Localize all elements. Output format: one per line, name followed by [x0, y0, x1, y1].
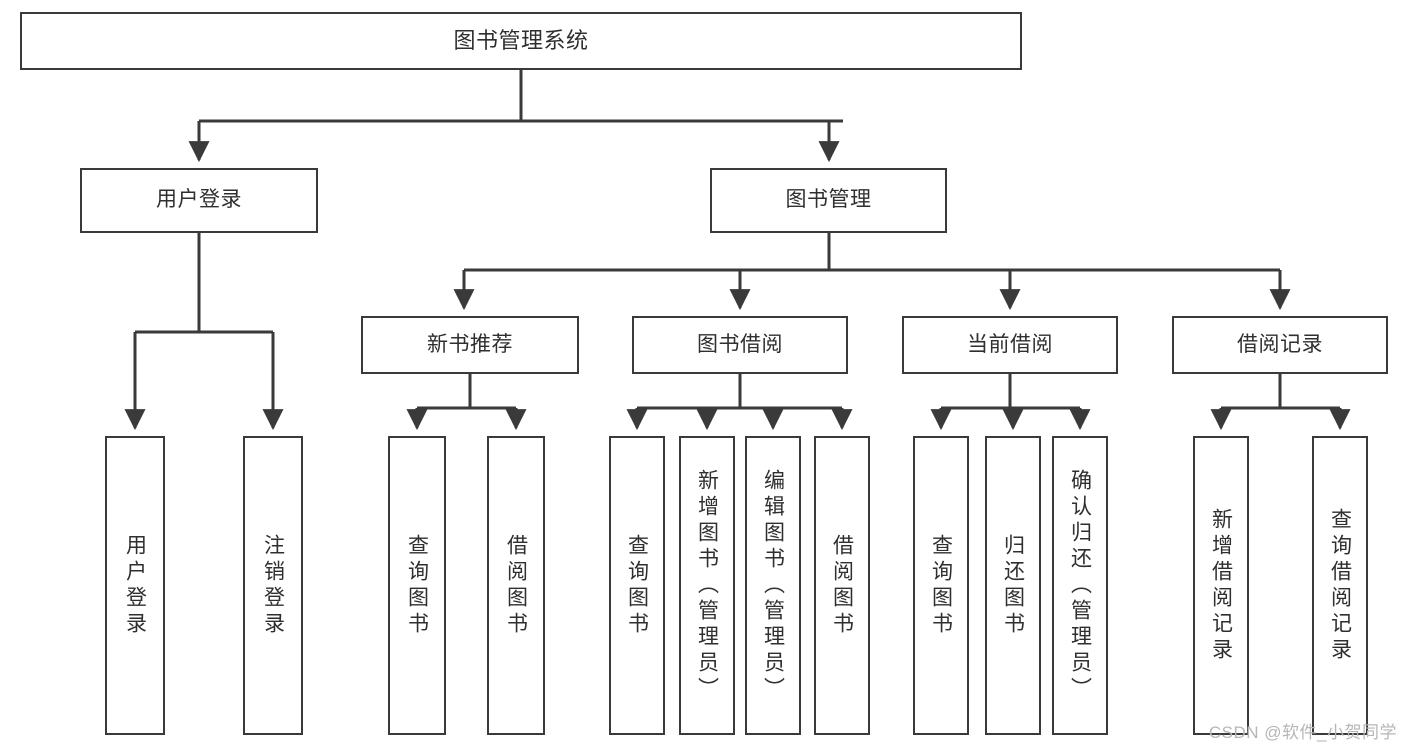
node-borrow-record[interactable]: 借阅记录 [1172, 316, 1388, 374]
node-leaf-query-book-1-label: 查询图书 [405, 533, 429, 638]
node-book-borrow[interactable]: 图书借阅 [632, 316, 848, 374]
node-leaf-borrow-book-1[interactable]: 借阅图书 [487, 436, 545, 735]
node-leaf-user-login-label: 用户登录 [123, 533, 147, 638]
node-leaf-query-book-1[interactable]: 查询图书 [388, 436, 446, 735]
node-root[interactable]: 图书管理系统 [20, 12, 1022, 70]
node-leaf-logout-label: 注销登录 [261, 533, 285, 638]
node-user-login[interactable]: 用户登录 [80, 168, 318, 233]
node-root-label: 图书管理系统 [453, 28, 589, 54]
node-book-manage-label: 图书管理 [785, 188, 872, 212]
node-leaf-edit-book-label: 编辑图书（管理员） [761, 468, 785, 703]
node-leaf-add-record[interactable]: 新增借阅记录 [1193, 436, 1249, 735]
node-leaf-query-record[interactable]: 查询借阅记录 [1312, 436, 1368, 735]
node-new-book-recommend-label: 新书推荐 [427, 332, 513, 356]
node-current-borrow[interactable]: 当前借阅 [902, 316, 1118, 374]
node-current-borrow-label: 当前借阅 [967, 332, 1053, 356]
node-leaf-borrow-book-2-label: 借阅图书 [830, 533, 854, 638]
node-leaf-user-login[interactable]: 用户登录 [105, 436, 165, 735]
node-leaf-confirm-return[interactable]: 确认归还（管理员） [1052, 436, 1108, 735]
node-leaf-add-record-label: 新增借阅记录 [1209, 507, 1233, 664]
node-leaf-add-book-label: 新增图书（管理员） [695, 468, 719, 703]
node-book-borrow-label: 图书借阅 [697, 332, 783, 356]
node-leaf-logout[interactable]: 注销登录 [243, 436, 303, 735]
node-leaf-edit-book[interactable]: 编辑图书（管理员） [745, 436, 801, 735]
node-leaf-query-record-label: 查询借阅记录 [1328, 507, 1352, 664]
node-leaf-borrow-book-2[interactable]: 借阅图书 [814, 436, 870, 735]
node-leaf-query-book-3-label: 查询图书 [929, 533, 953, 638]
node-leaf-query-book-3[interactable]: 查询图书 [913, 436, 969, 735]
node-leaf-confirm-return-label: 确认归还（管理员） [1068, 468, 1092, 703]
node-borrow-record-label: 借阅记录 [1237, 332, 1323, 356]
node-leaf-add-book[interactable]: 新增图书（管理员） [679, 436, 735, 735]
node-leaf-borrow-book-1-label: 借阅图书 [504, 533, 528, 638]
node-user-login-label: 用户登录 [156, 188, 242, 212]
node-leaf-query-book-2[interactable]: 查询图书 [609, 436, 665, 735]
node-leaf-return-book[interactable]: 归还图书 [985, 436, 1041, 735]
node-leaf-query-book-2-label: 查询图书 [625, 533, 649, 638]
node-book-manage[interactable]: 图书管理 [710, 168, 947, 233]
node-leaf-return-book-label: 归还图书 [1001, 533, 1025, 638]
node-new-book-recommend[interactable]: 新书推荐 [361, 316, 579, 374]
